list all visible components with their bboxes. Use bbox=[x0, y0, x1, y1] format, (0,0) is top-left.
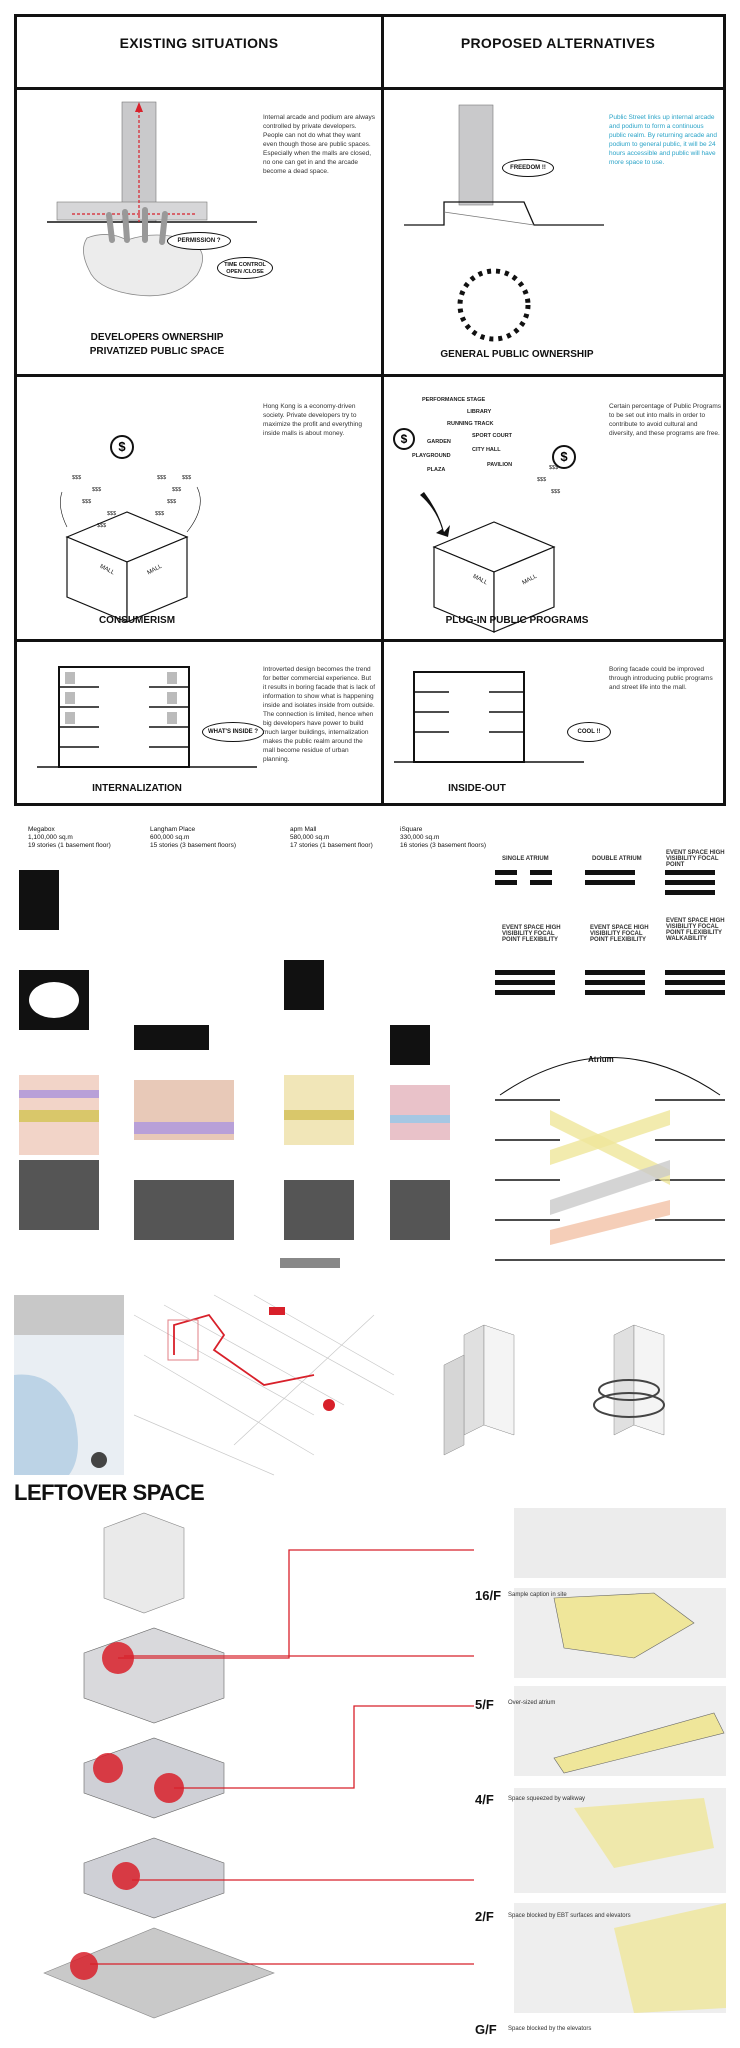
header-existing: EXISTING SITUATIONS bbox=[119, 35, 279, 51]
money-label: $$$ bbox=[97, 523, 107, 529]
program-label: SPORT COURT bbox=[472, 433, 513, 439]
atrium-type-label: EVENT SPACE HIGH VISIBILITY FOCAL POINT … bbox=[666, 918, 725, 942]
column-divider bbox=[381, 17, 384, 803]
public-ownership-diagram bbox=[404, 104, 604, 342]
internalization-caption: INTERNALIZATION bbox=[92, 783, 182, 794]
floor-label-gf: G/F bbox=[475, 2022, 497, 2037]
program-label: PAVILION bbox=[487, 462, 513, 468]
atrium-type-label: EVENT SPACE HIGH VISIBILITY FOCAL POINT … bbox=[590, 925, 649, 943]
row2-left-text: Hong Kong is a economy-driven society. P… bbox=[263, 403, 362, 437]
program-label: PLAYGROUND bbox=[412, 453, 451, 459]
comparison-table: EXISTING SITUATIONS PROPOSED ALTERNATIVE… bbox=[14, 14, 726, 806]
atrium-type-label: SINGLE ATRIUM bbox=[502, 856, 549, 862]
atrium-type-diagrams bbox=[495, 870, 725, 1261]
consumerism-caption: CONSUMERISM bbox=[98, 615, 176, 626]
program-label: RUNNING TRACK bbox=[447, 421, 494, 427]
developer-ownership-diagram bbox=[47, 101, 257, 297]
site-map-and-towers bbox=[14, 1294, 665, 1476]
row3-right-text: Boring facade could be improved through … bbox=[609, 666, 713, 691]
row2-right-text: Certain percentage of Public Programs to… bbox=[609, 403, 722, 437]
internalization-section bbox=[37, 666, 257, 768]
money-label: $$$ bbox=[92, 487, 102, 493]
floor-note-gf: Space blocked by the elevators bbox=[508, 2026, 592, 2032]
money-label: $$$ bbox=[551, 489, 561, 495]
general-public-ownership-caption: GENERAL PUBLIC OWNERSHIP bbox=[440, 349, 594, 360]
money-label: $$$ bbox=[172, 487, 182, 493]
money-label: $$$ bbox=[157, 475, 167, 481]
money-label: $$$ bbox=[107, 511, 117, 517]
program-label: GARDEN bbox=[427, 439, 451, 445]
floor-label-4f: 4/F bbox=[475, 1792, 494, 1807]
money-label: $$$ bbox=[549, 465, 559, 471]
money-label: $$$ bbox=[72, 475, 82, 481]
atrium-label: Atrium bbox=[588, 1055, 614, 1064]
floor-note-2f: Space blocked by EBT surfaces and elevat… bbox=[508, 1913, 631, 1919]
developers-ownership-caption: DEVELOPERS OWNERSHIP bbox=[90, 332, 224, 343]
inside-out-caption: INSIDE-OUT bbox=[448, 783, 506, 794]
money-label: $$$ bbox=[537, 477, 547, 483]
svg-text:$: $ bbox=[401, 432, 408, 446]
inside-out-section bbox=[394, 671, 584, 763]
money-label: $$$ bbox=[82, 499, 92, 505]
permission-bubble: PERMISSION ? bbox=[167, 232, 231, 250]
floor-note-4f: Space squeezed by walkway bbox=[508, 1796, 586, 1802]
consumerism-diagram: $ bbox=[60, 435, 201, 623]
time-control-bubble: TIME CONTROL OPEN /CLOSE bbox=[217, 257, 273, 279]
leftover-space-title: LEFTOVER SPACE bbox=[14, 1480, 205, 1505]
atrium-type-label: DOUBLE ATRIUM bbox=[592, 856, 642, 862]
floor-label-16f: 16/F bbox=[475, 1588, 502, 1603]
row1-left-text: Internal arcade and podium are always co… bbox=[263, 114, 376, 175]
money-label: $$$ bbox=[182, 475, 192, 481]
cool-bubble: COOL !! bbox=[567, 722, 611, 742]
leftover-space-diagram bbox=[43, 1508, 726, 2019]
program-label: PERFORMANCE STAGE bbox=[422, 397, 486, 403]
row-divider-1 bbox=[17, 374, 723, 377]
program-label: CITY HALL bbox=[472, 447, 501, 453]
whats-inside-bubble: WHAT'S INSIDE ? bbox=[202, 722, 264, 742]
header-divider bbox=[17, 87, 723, 90]
money-label: $$$ bbox=[167, 499, 177, 505]
atrium-type-label: EVENT SPACE HIGH VISIBILITY FOCAL POINT bbox=[666, 850, 725, 868]
plug-in-programs-caption: PLUG-IN PUBLIC PROGRAMS bbox=[445, 615, 589, 626]
svg-text:$: $ bbox=[560, 449, 568, 464]
atrium-type-label: EVENT SPACE HIGH VISIBILITY FOCAL POINT … bbox=[502, 925, 561, 943]
public-programs-diagram: $ $ bbox=[393, 428, 576, 633]
privatized-public-space-caption: PRIVATIZED PUBLIC SPACE bbox=[89, 346, 225, 357]
freedom-bubble: FREEDOM !! bbox=[502, 159, 554, 177]
floor-label-5f: 5/F bbox=[475, 1697, 494, 1712]
program-label: PLAZA bbox=[427, 467, 446, 473]
floor-note-5f: Over-sized atrium bbox=[508, 1700, 556, 1706]
floor-label-2f: 2/F bbox=[475, 1909, 494, 1924]
floor-note-16f: Sample caption in site bbox=[508, 1592, 567, 1598]
mall-comparison-drawings bbox=[19, 870, 450, 1268]
svg-text:$: $ bbox=[118, 439, 126, 454]
row3-left-text: Introverted design becomes the trend for… bbox=[263, 666, 376, 763]
row-divider-2 bbox=[17, 639, 723, 642]
program-label: LIBRARY bbox=[467, 409, 492, 415]
money-label: $$$ bbox=[155, 511, 165, 517]
header-proposed: PROPOSED ALTERNATIVES bbox=[460, 35, 656, 51]
row1-right-text: Public Street links up internal arcade a… bbox=[609, 114, 718, 166]
